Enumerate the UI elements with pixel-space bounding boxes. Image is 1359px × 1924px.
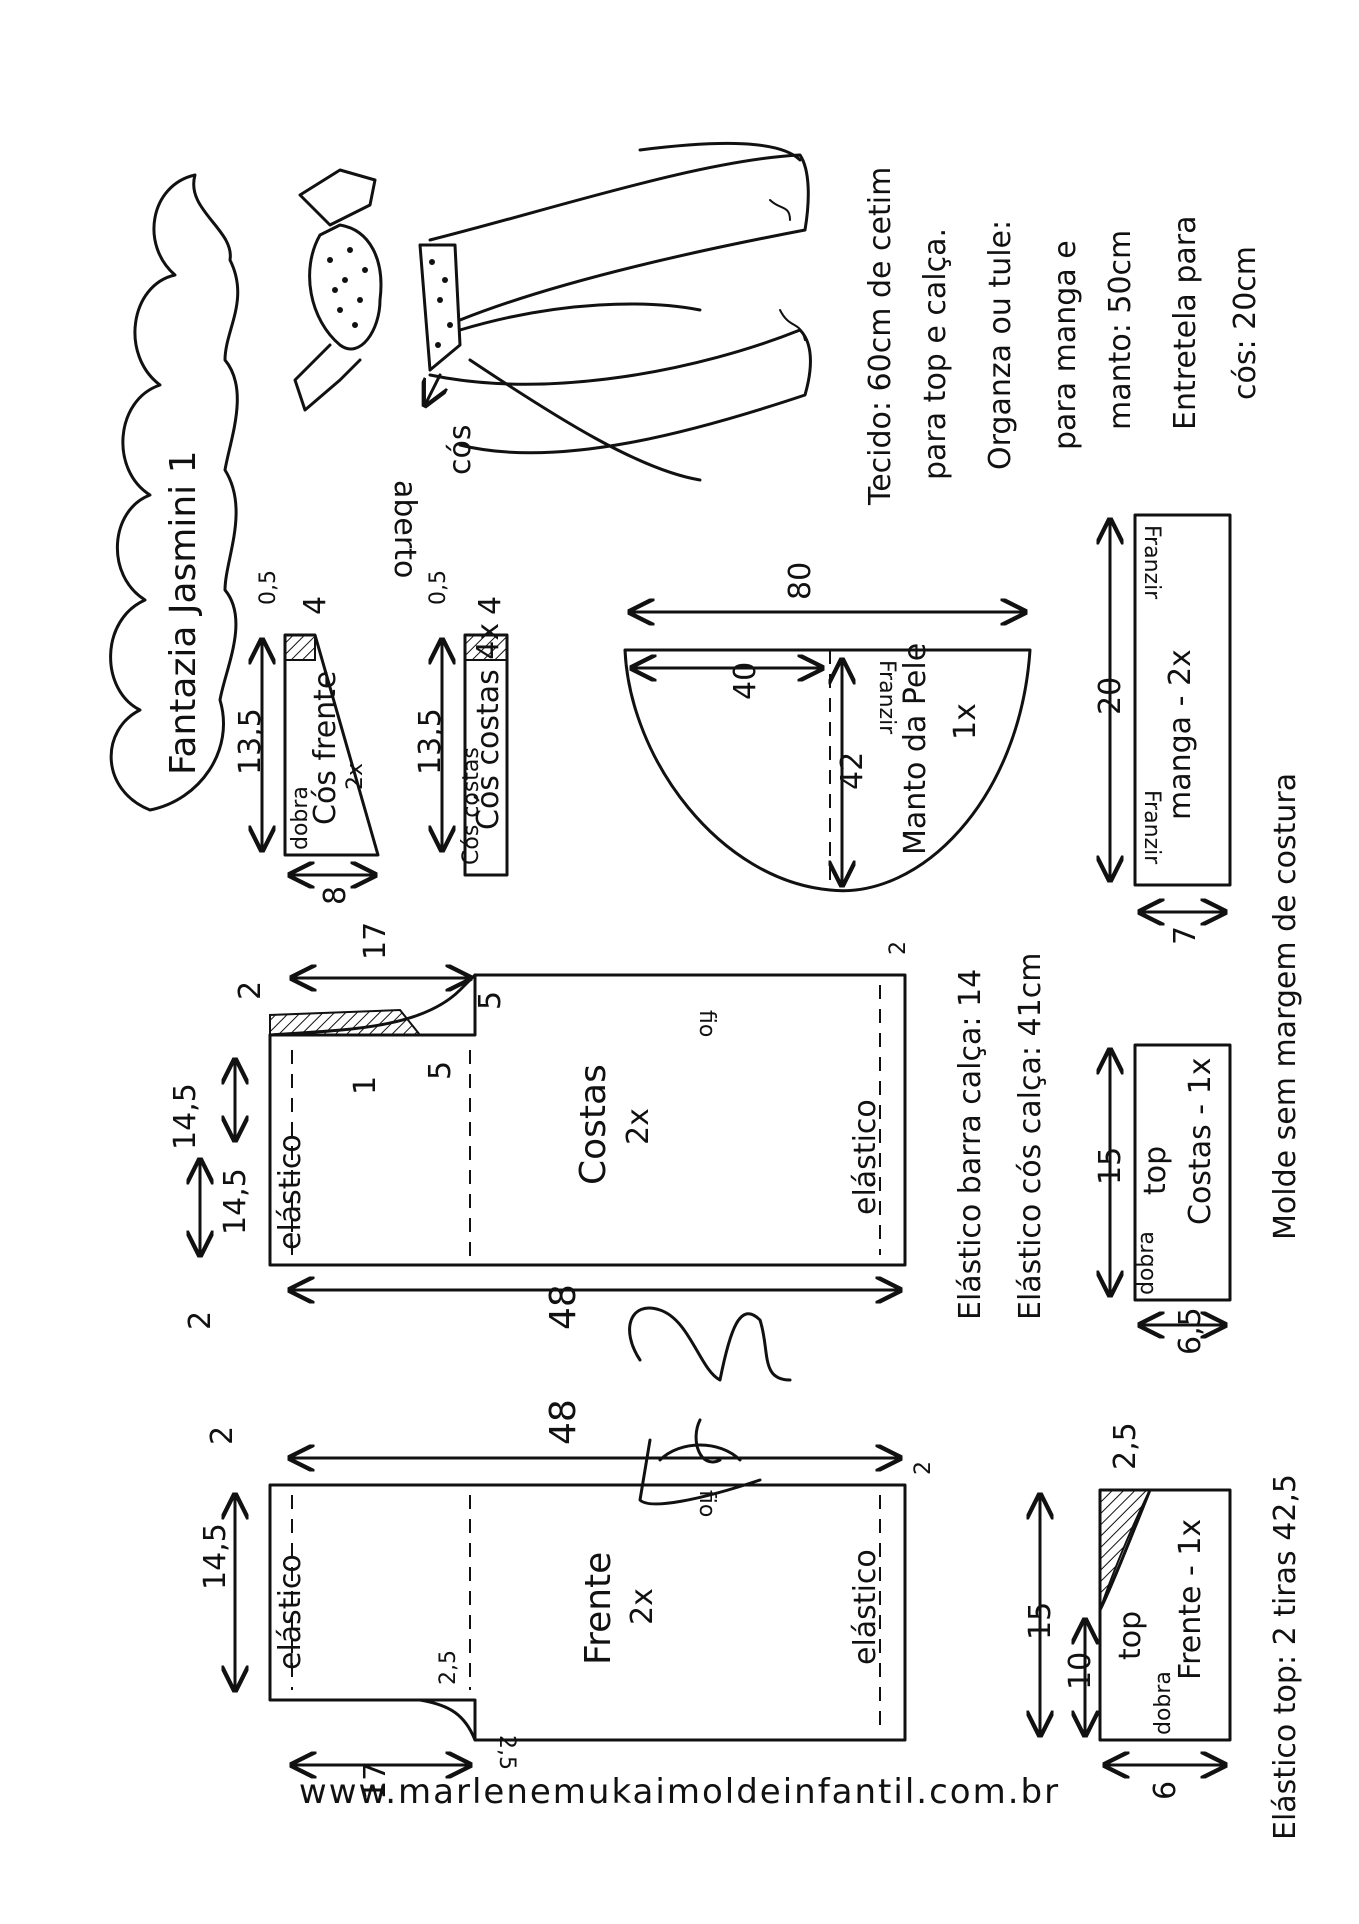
signature [628,1306,792,1506]
cos-frente-qty: 2x [343,763,368,790]
elastic-notes-pants: Elástico barra calça: 14 Elástico cós ca… [953,953,1048,1320]
cos-frente-seam: 0,5 [256,570,281,605]
frente-grain: fio [694,1490,719,1517]
fabric-note-6: Entretela para [1168,216,1203,430]
elastic-note-top: Elástico top: 2 tiras 42,5 [1268,1474,1303,1840]
costas-crotch: 17 [358,922,393,960]
top-costas-fold: dobra [1134,1231,1159,1295]
manga-name: manga - 2x [1163,649,1198,820]
top-costas-width: 6,5 [1173,1307,1208,1355]
illustration-label-aberto: aberto [387,480,422,578]
costas-grain: fio [694,1010,719,1037]
manga-gather-bottom: Franzir [1139,790,1164,865]
costas-elastic-left: elástico [273,1134,308,1250]
top-frente-fold: dobra [1151,1671,1176,1735]
frente-qty: 2x [625,1588,660,1625]
fabric-note-5: manto: 50cm [1103,230,1138,430]
costas-qty: 2x [621,1108,656,1145]
costas-one: 1 [348,1076,383,1095]
manga-gather-top: Franzir [1139,525,1164,600]
cos-frente-width: 8 [318,886,353,905]
costas-upper: 14,5 [168,1083,203,1150]
fabric-note-7: cós: 20cm [1228,246,1263,400]
fabric-note-2: para top e calça. [918,228,953,480]
cos-costas-name: Cós costas 4x [471,623,506,830]
piece-top-frente: top Frente - 1x dobra 15 10 2,5 6 [1023,1422,1232,1800]
top-frente-top: 2,5 [1108,1422,1143,1470]
title-cloud: Fantazia Jasmini 1 [109,173,240,812]
manga-length: 20 [1093,677,1128,715]
cos-costas-top: 4 [473,596,508,615]
cos-frente-name: Cós frente [308,671,343,825]
top-frente-qty: Frente - 1x [1173,1519,1208,1680]
cos-costas-length: 13,5 [413,708,448,775]
frente-upper: 14,5 [198,1523,233,1590]
costume-illustration: cós aberto [293,141,812,578]
seam-note: Molde sem margem de costura [1268,773,1303,1240]
frente-elastic-right: elástico [848,1549,883,1665]
website-url: www.marlenemukaimoldeinfantil.com.br [298,1772,1061,1812]
frente-elastic-left: elástico [273,1554,308,1670]
frente-length: 48 [543,1399,584,1445]
cos-frente-top: 4 [298,596,333,615]
costas-two-a: 2 [233,981,268,1000]
manto-radius: 40 [728,662,763,700]
piece-manto: 80 40 42 Manto da Pele 1x Franzir [623,562,1032,893]
piece-cos-costas: Cós costas 4x Cós costas 13,5 4 0,5 [413,570,509,877]
piece-cos-frente: Cós frente 2x dobra 13,5 4 0,5 8 [233,570,380,905]
cos-frente-fold: dobra [288,786,313,850]
manto-qty: 1x [948,703,983,740]
illustration-label-cos: cós [443,425,478,475]
frente-small-b: 2,5 [494,1735,519,1770]
frente-crotch: 17 [358,1762,393,1800]
piece-manga: manga - 2x Franzir Franzir 20 7 [1093,513,1232,945]
costas-five-a: 5 [473,991,508,1010]
top-costas-qty: Costas - 1x [1183,1058,1218,1225]
frente-two-a: 2 [205,1426,240,1445]
costas-length: 48 [543,1284,584,1330]
top-costas-name: top [1138,1146,1173,1195]
frente-name: Frente [578,1552,619,1665]
manto-name: Manto da Pele [898,643,933,855]
costas-elastic-right: elástico [848,1099,883,1215]
manto-depth: 42 [835,752,870,790]
frente-two-b: 2 [911,1461,936,1475]
fabric-note-1: Tecido: 60cm de cetim [863,167,898,506]
frente-small: 2,5 [436,1650,461,1685]
piece-costas: Costas 2x fio elástico elástico 48 17 14… [168,922,911,1330]
cos-costas-fold: Cós costas [459,747,484,865]
costas-name: Costas [573,1064,614,1185]
top-frente-length: 15 [1023,1602,1058,1640]
elastic-note-cos: Elástico cós calça: 41cm [1013,953,1048,1320]
cos-frente-length: 13,5 [233,708,268,775]
top-frente-lower: 10 [1063,1652,1098,1690]
top-frente-width: 6 [1148,1781,1183,1800]
fabric-note-3: Organza ou tule: [983,220,1018,470]
costas-lower: 14,5 [218,1168,253,1235]
costas-five-b: 5 [423,1061,458,1080]
manto-width: 80 [783,562,818,600]
elastic-note-barra: Elástico barra calça: 14 [953,969,988,1320]
top-frente-name: top [1113,1611,1148,1660]
fabric-note-4: para manga e [1048,240,1083,450]
costas-two-b: 2 [183,1311,218,1330]
costas-two-c: 2 [886,941,911,955]
piece-frente: Frente 2x fio elástico elástico 48 17 14… [198,1399,936,1800]
manga-width: 7 [1168,926,1203,945]
fabric-notes: Tecido: 60cm de cetim para top e calça. … [863,167,1263,506]
manto-gather: Franzir [874,660,899,735]
top-costas-length: 15 [1093,1147,1128,1185]
cos-costas-seam: 0,5 [426,570,451,605]
piece-top-costas: top Costas - 1x dobra 15 6,5 [1093,1043,1232,1355]
title-text: Fantazia Jasmini 1 [163,450,204,775]
